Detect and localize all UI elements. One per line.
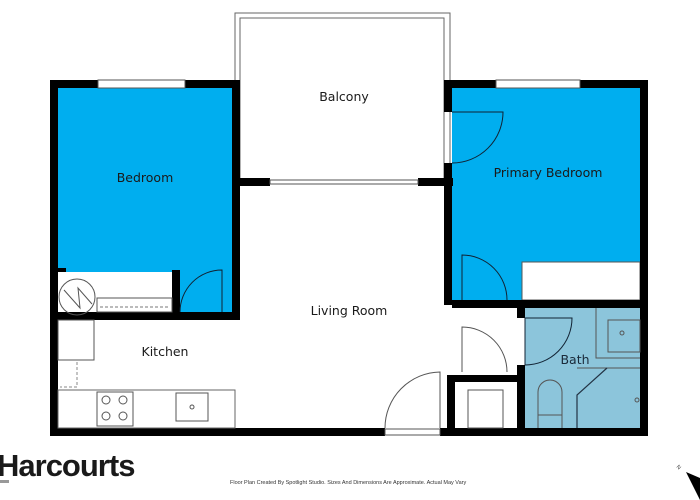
fixtures <box>57 278 641 429</box>
room-label-balcony: Balcony <box>319 89 369 104</box>
disclaimer: Floor Plan Created By Spotlight Studio. … <box>230 480 466 486</box>
logo-underline <box>0 480 9 483</box>
toilet-icon <box>537 379 563 428</box>
brand-logo: Harcourts <box>0 448 134 483</box>
primary-wardrobe <box>521 261 641 301</box>
water-heater-icon <box>58 278 96 316</box>
room-label-bedroom: Bedroom <box>117 170 174 185</box>
room-label-living-room: Living Room <box>311 303 388 318</box>
compass-label: N <box>675 464 682 471</box>
bedroom-floor <box>58 88 232 272</box>
room-label-primary-bedroom: Primary Bedroom <box>494 165 603 180</box>
balcony <box>234 12 451 184</box>
windows <box>97 79 581 436</box>
room-label-bath: Bath <box>560 352 589 367</box>
kitchen-sink-icon <box>175 392 209 422</box>
bedroom-closet-floor <box>180 270 232 312</box>
compass-arrow-icon <box>686 472 700 500</box>
doors <box>179 111 573 429</box>
room-label-kitchen: Kitchen <box>142 344 189 359</box>
bath-sink-icon <box>607 319 641 353</box>
stove-icon <box>96 391 134 427</box>
walls <box>50 80 648 436</box>
